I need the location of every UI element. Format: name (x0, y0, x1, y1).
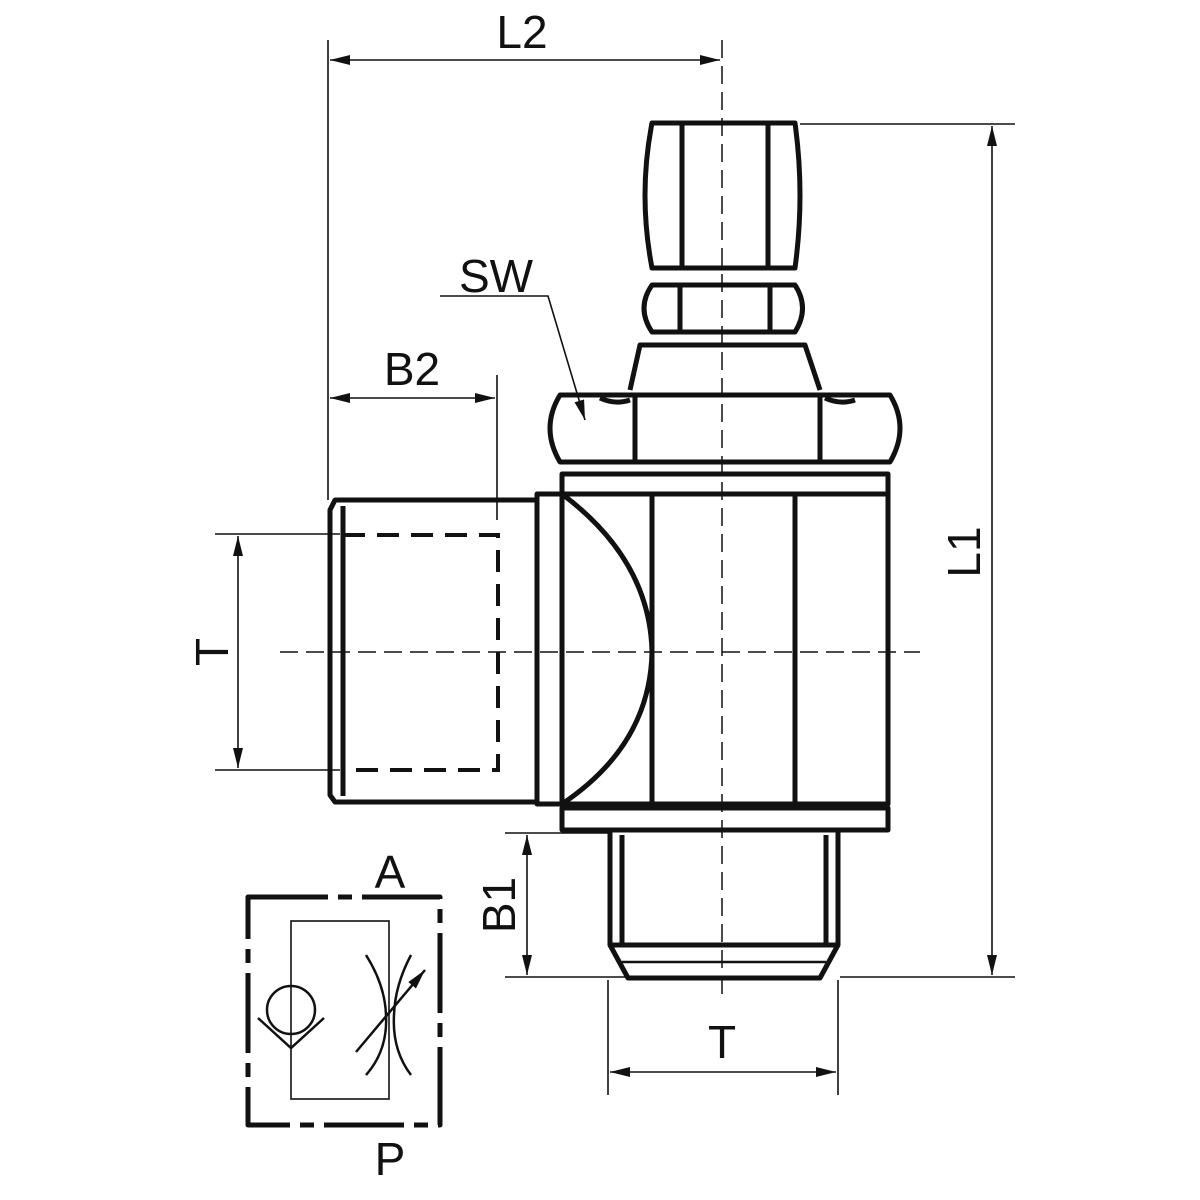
label-l1: L1 (938, 526, 990, 577)
label-b1: B1 (473, 877, 525, 933)
label-t-bottom: T (708, 1016, 736, 1068)
bottom-thread (607, 832, 841, 981)
hydraulic-symbol: A P (245, 846, 443, 1185)
port-p-label: P (375, 1133, 406, 1185)
label-l2: L2 (496, 6, 547, 58)
adjustment-knob (642, 120, 803, 271)
check-valve-ball-icon (265, 984, 317, 1036)
check-valve-seat-icon (257, 1017, 325, 1050)
lock-nut (627, 282, 823, 391)
dimension-sw: SW (440, 250, 586, 421)
dimension-t-side: T (186, 533, 340, 771)
dimension-l2: L2 (327, 6, 720, 500)
label-sw: SW (459, 250, 534, 302)
dimension-t-bottom: T (607, 980, 839, 1095)
dimension-b2: B2 (330, 343, 498, 520)
center-lines (280, 40, 920, 1000)
label-t-side: T (186, 638, 238, 666)
label-b2: B2 (384, 343, 440, 395)
side-port (327, 497, 537, 805)
hex-nut-sw (547, 392, 903, 465)
port-a-label: A (375, 846, 406, 898)
adjustable-throttle-icon (355, 954, 426, 1076)
dimension-l1: L1 (800, 123, 1015, 978)
valve-body (534, 471, 891, 833)
dimension-b1: B1 (473, 832, 625, 978)
